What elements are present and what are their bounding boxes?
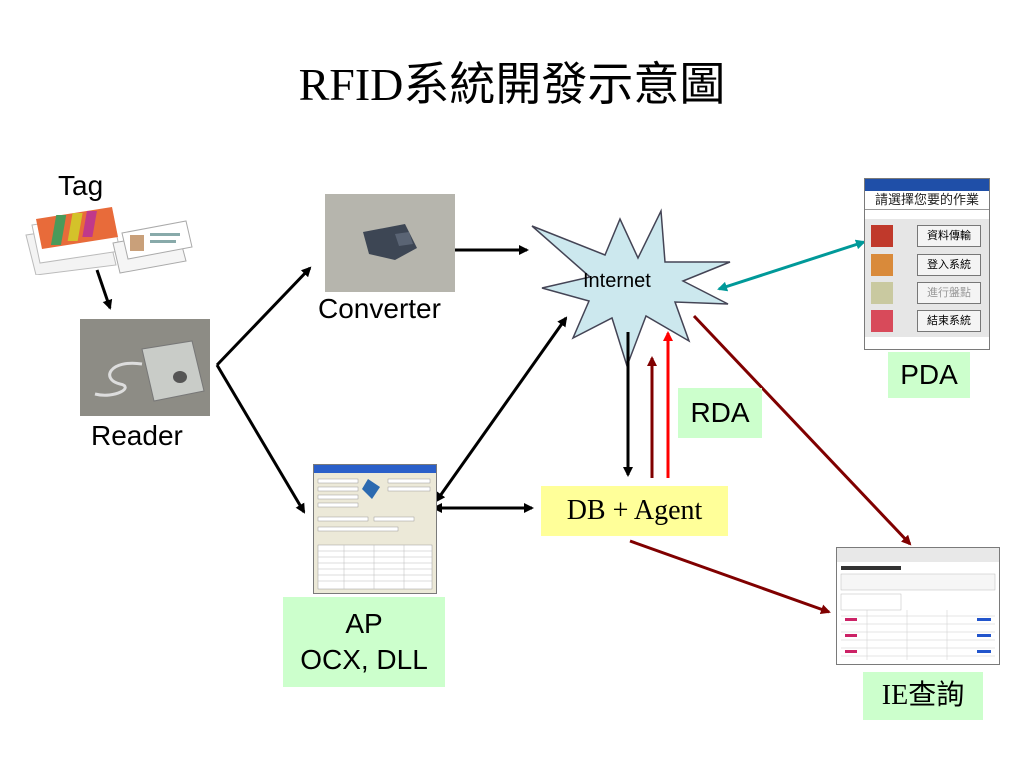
pda-icon-transfer [871,225,893,247]
arrow-reader-ap [215,364,306,514]
reader-image [80,319,210,416]
pda-button-login[interactable]: 登入系統 [917,254,981,276]
pda-button-transfer[interactable]: 資料傳輸 [917,225,981,247]
pda-icon-login [871,254,893,276]
arrow-internet-ie [692,314,912,546]
arrow-db-ie [629,539,831,615]
arrow-reader-converter [215,266,312,367]
pda-button-inventory[interactable]: 進行盤點 [917,282,981,304]
reader-label: Reader [91,420,183,451]
ap-box: AP OCX, DLL [283,597,445,687]
ie-screenshot [836,547,1000,665]
ap-label-line1: AP [345,608,383,639]
pda-screen-header: 請選擇您要的作業 [865,191,989,210]
pda-icon-inventory [871,282,893,304]
tag-cards-image [25,207,193,275]
page-title: RFID系統開發示意圖 [298,59,726,110]
rda-box: RDA [678,388,762,438]
ie-box: IE查詢 [863,672,983,720]
db-agent-box: DB + Agent [541,486,728,536]
pda-screenshot: 請選擇您要的作業 資料傳輸 登入系統 進行盤點 結束系統 [864,178,990,350]
arrow-ap-internet [435,316,568,503]
tag-label: Tag [58,170,104,201]
arrow-internet-pda [717,239,866,292]
ap-screenshot [313,464,437,594]
pda-box: PDA [888,352,970,398]
internet-burst [531,208,731,369]
internet-label: Internet [583,270,651,292]
converter-label: Converter [318,293,441,324]
pda-button-exit[interactable]: 結束系統 [917,310,981,332]
pda-icon-exit [871,310,893,332]
ap-label-line2: OCX, DLL [300,644,428,675]
converter-image [325,194,455,292]
arrow-tag-reader [95,269,113,310]
